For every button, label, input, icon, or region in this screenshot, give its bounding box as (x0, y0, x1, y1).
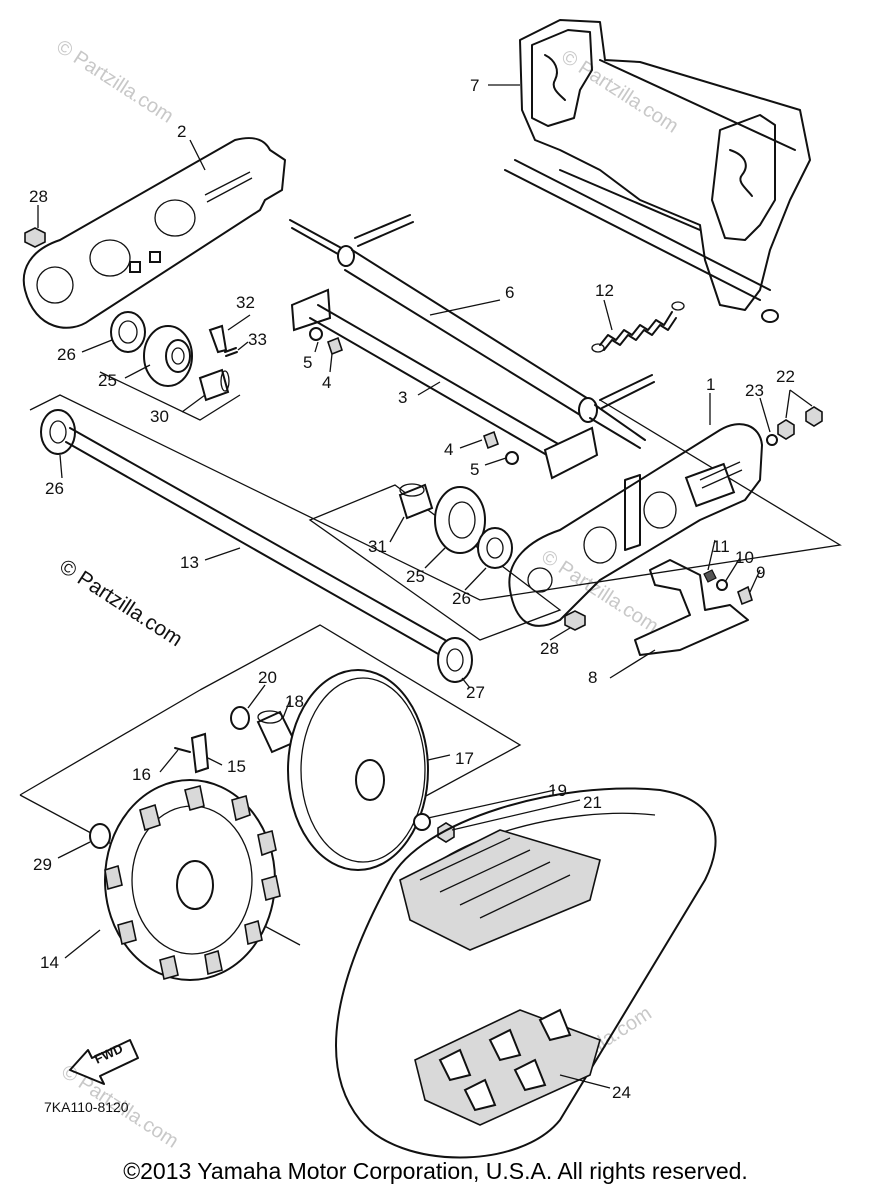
watermark-faint: © Partzilla.com (52, 36, 177, 128)
part-label-4: 4 (322, 373, 331, 392)
part-label-12: 12 (595, 281, 614, 300)
part-label-30: 30 (150, 407, 169, 426)
diagram-code: 7KA110-8120 (44, 1099, 129, 1115)
group-box-axle (29, 394, 842, 601)
part-label-14: 14 (40, 953, 59, 972)
part-label-5: 5 (303, 353, 312, 372)
bearing-holder-left-drawing (143, 325, 193, 387)
part-label-25b: 25 (406, 567, 425, 586)
copyright-notice: ©2013 Yamaha Motor Corporation, U.S.A. A… (123, 1158, 748, 1184)
part-labels: 7 2 28 32 33 26 25 30 6 12 5 4 3 1 23 22… (29, 76, 795, 1102)
part-label-9: 9 (756, 563, 765, 582)
part-label-15: 15 (227, 757, 246, 776)
part-label-6: 6 (505, 283, 514, 302)
part-label-21: 21 (583, 793, 602, 812)
bolt-washer-lower-drawing (483, 430, 519, 465)
part-label-13: 13 (180, 553, 199, 572)
part-label-24: 24 (612, 1083, 631, 1102)
bracket-drawing (634, 559, 749, 656)
leader-lines (37, 84, 813, 1089)
group-box-wheel (199, 624, 522, 811)
part-label-27: 27 (466, 683, 485, 702)
part-label-26c: 26 (45, 479, 64, 498)
part-label-2: 2 (177, 122, 186, 141)
bearing-right-drawing (477, 527, 513, 569)
bushing-right-drawing (398, 483, 434, 520)
part-label-20: 20 (258, 668, 277, 687)
watermark-faint: © Partzilla.com (557, 46, 682, 138)
front-frame-drawing (504, 19, 811, 323)
pin-left-drawing (208, 324, 238, 357)
part-label-28b: 28 (540, 639, 559, 658)
spacer-drawing (89, 823, 111, 849)
shaft-upper-drawing (289, 214, 655, 449)
pin-cotter-drawing (174, 732, 210, 774)
part-label-28: 28 (29, 187, 48, 206)
part-label-29: 29 (33, 855, 52, 874)
drive-axle-drawing (40, 409, 473, 683)
part-label-16: 16 (132, 765, 151, 784)
part-label-25: 25 (98, 371, 117, 390)
nuts-right-drawing (766, 406, 823, 446)
collar-washer-drawing (230, 706, 297, 754)
track-drawing (335, 787, 717, 1159)
part-label-7: 7 (470, 76, 479, 95)
wheel-fasteners-drawing (413, 813, 455, 843)
faint-watermarks: © Partzilla.com © Partzilla.com © Partzi… (52, 36, 682, 1153)
part-label-3: 3 (398, 388, 407, 407)
group-box-left (99, 371, 241, 421)
bearing-holder-right-drawing (434, 486, 486, 554)
part-label-18: 18 (285, 692, 304, 711)
part-label-33: 33 (248, 330, 267, 349)
fwd-label: FWD (92, 1041, 125, 1067)
part-label-26b: 26 (452, 589, 471, 608)
bolt-frame-right-drawing (564, 610, 586, 631)
part-label-22: 22 (776, 367, 795, 386)
bushing-left-drawing (198, 368, 230, 402)
part-label-23: 23 (745, 381, 764, 400)
part-label-26: 26 (57, 345, 76, 364)
bearing-left-drawing (110, 311, 146, 353)
watermark-main: © Partzilla.com (55, 555, 186, 651)
part-label-32: 32 (236, 293, 255, 312)
sprocket-drawing (104, 779, 281, 981)
spring-drawing (591, 301, 685, 353)
part-label-10: 10 (735, 548, 754, 567)
frame-right-drawing (508, 423, 763, 627)
part-label-5b: 5 (470, 460, 479, 479)
part-label-11: 11 (712, 537, 730, 556)
bolt-washer-upper-drawing (309, 327, 343, 356)
wheel-drawing (287, 669, 429, 871)
small-fasteners-drawing (703, 569, 753, 606)
part-label-17: 17 (455, 749, 474, 768)
part-label-8: 8 (588, 668, 597, 687)
part-label-19: 19 (548, 781, 567, 800)
watermark-faint: © Partzilla.com (537, 546, 662, 638)
group-box-right (308, 484, 562, 641)
part-label-31: 31 (368, 537, 387, 556)
part-label-4b: 4 (444, 440, 453, 459)
bolt-frame-top-drawing (24, 227, 46, 248)
part-label-1: 1 (706, 375, 715, 394)
frame-left-drawing (22, 137, 286, 329)
